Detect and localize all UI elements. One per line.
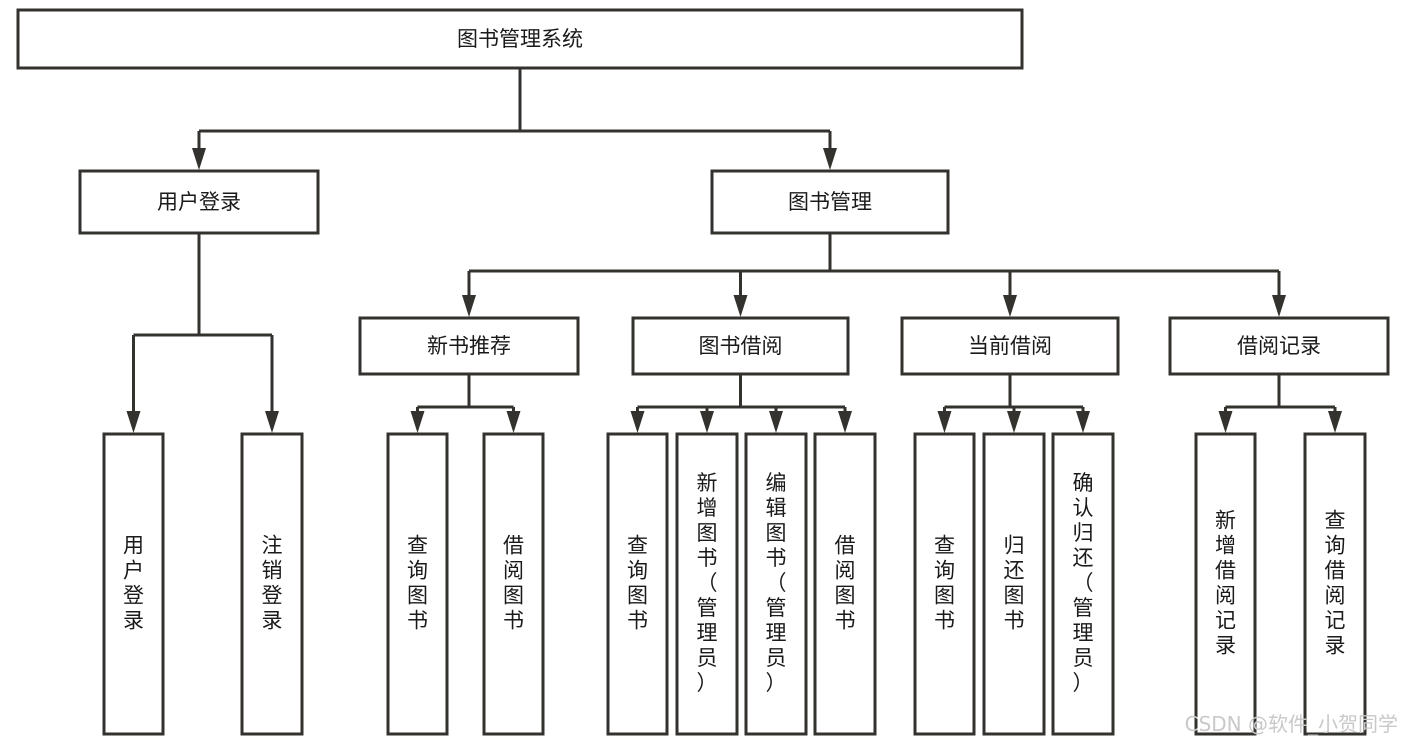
node-leaf-confirm-return[interactable]: 确认归还（管理员） [1051, 432, 1115, 736]
node-box-borrow-record [1168, 316, 1390, 376]
arrow-head-icon [769, 411, 783, 433]
node-label-leaf-query-book-3: 查询图书 [934, 534, 955, 633]
node-box-leaf-query-book-1 [386, 432, 449, 736]
node-box-current-borrow [900, 316, 1120, 376]
node-label-leaf-query-record: 查询借阅记录 [1325, 509, 1346, 658]
arrow-head-icon [1272, 295, 1286, 317]
node-label-leaf-logout: 注销登录 [262, 534, 283, 633]
node-label-book-borrow: 图书借阅 [699, 334, 783, 358]
node-label-leaf-add-book: 新增图书（管理员） [697, 471, 718, 695]
arrow-head-icon [1003, 295, 1017, 317]
node-current-borrow[interactable]: 当前借阅 [900, 316, 1120, 376]
node-label-current-borrow: 当前借阅 [968, 334, 1052, 358]
arrow-head-icon [265, 411, 279, 433]
csdn-watermark: CSDN @软件_小贺同学 [1185, 712, 1398, 736]
arrow-head-icon [630, 411, 645, 433]
node-box-leaf-add-book [675, 432, 739, 736]
node-label-new-book-rec: 新书推荐 [427, 334, 511, 358]
node-label-book-manage: 图书管理 [788, 190, 872, 214]
node-box-leaf-confirm-return [1051, 432, 1115, 736]
node-leaf-query-book-1[interactable]: 查询图书 [386, 432, 449, 736]
arrow-head-icon [823, 148, 837, 170]
arrow-head-icon [838, 411, 852, 433]
node-leaf-return-book[interactable]: 归还图书 [982, 432, 1046, 736]
connector-layer [126, 68, 1342, 433]
arrow-head-icon [733, 295, 748, 317]
node-box-new-book-rec [358, 316, 580, 376]
node-leaf-user-login[interactable]: 用户登录 [102, 432, 165, 736]
node-label-leaf-add-record: 新增借阅记录 [1215, 509, 1236, 658]
node-box-leaf-query-book-2 [606, 432, 669, 736]
node-box-leaf-borrow-book-1 [482, 432, 545, 736]
node-label-leaf-edit-book: 编辑图书（管理员） [766, 471, 787, 695]
node-leaf-query-book-3[interactable]: 查询图书 [913, 432, 976, 736]
node-new-book-rec[interactable]: 新书推荐 [358, 316, 580, 376]
arrow-head-icon [410, 411, 425, 433]
arrow-head-icon [126, 411, 141, 433]
node-box-leaf-query-record [1303, 432, 1367, 736]
node-user-login[interactable]: 用户登录 [78, 169, 320, 235]
node-leaf-add-book[interactable]: 新增图书（管理员） [675, 432, 739, 736]
node-box-leaf-add-record [1194, 432, 1257, 736]
node-box-book-borrow [631, 316, 850, 376]
node-label-leaf-query-book-2: 查询图书 [627, 534, 648, 633]
node-box-leaf-edit-book [744, 432, 808, 736]
node-label-leaf-user-login: 用户登录 [123, 534, 144, 633]
arrow-head-icon [192, 148, 206, 170]
node-leaf-add-record[interactable]: 新增借阅记录 [1194, 432, 1257, 736]
node-label-user-login: 用户登录 [157, 190, 241, 214]
node-box-user-login [78, 169, 320, 235]
node-book-manage[interactable]: 图书管理 [710, 169, 950, 235]
node-box-leaf-borrow-book-2 [813, 432, 877, 736]
arrow-head-icon [937, 411, 952, 433]
node-label-borrow-record: 借阅记录 [1237, 334, 1321, 358]
arrow-head-icon [1076, 411, 1090, 433]
arrow-head-icon [1328, 411, 1342, 433]
node-box-root [16, 8, 1024, 70]
arrow-head-icon [506, 411, 521, 433]
arrow-head-icon [1007, 411, 1021, 433]
node-leaf-logout[interactable]: 注销登录 [240, 432, 304, 736]
node-leaf-query-book-2[interactable]: 查询图书 [606, 432, 669, 736]
node-leaf-edit-book[interactable]: 编辑图书（管理员） [744, 432, 808, 736]
node-label-leaf-borrow-book-1: 借阅图书 [503, 534, 524, 633]
node-box-leaf-logout [240, 432, 304, 736]
arrow-head-icon [462, 295, 476, 317]
node-box-book-manage [710, 169, 950, 235]
node-leaf-borrow-book-1[interactable]: 借阅图书 [482, 432, 545, 736]
node-label-root: 图书管理系统 [457, 27, 583, 51]
node-leaf-query-record[interactable]: 查询借阅记录 [1303, 432, 1367, 736]
arrow-head-icon [1218, 411, 1233, 433]
node-root[interactable]: 图书管理系统 [16, 8, 1024, 70]
node-layer: 图书管理系统用户登录图书管理新书推荐图书借阅当前借阅借阅记录用户登录注销登录查询… [16, 8, 1390, 736]
node-leaf-borrow-book-2[interactable]: 借阅图书 [813, 432, 877, 736]
node-label-leaf-return-book: 归还图书 [1004, 534, 1025, 633]
node-label-leaf-confirm-return: 确认归还（管理员） [1073, 471, 1094, 695]
node-label-leaf-query-book-1: 查询图书 [407, 534, 428, 633]
node-label-leaf-borrow-book-2: 借阅图书 [835, 534, 856, 633]
node-borrow-record[interactable]: 借阅记录 [1168, 316, 1390, 376]
node-box-leaf-query-book-3 [913, 432, 976, 736]
node-box-leaf-user-login [102, 432, 165, 736]
node-box-leaf-return-book [982, 432, 1046, 736]
arrow-head-icon [700, 411, 714, 433]
node-book-borrow[interactable]: 图书借阅 [631, 316, 850, 376]
